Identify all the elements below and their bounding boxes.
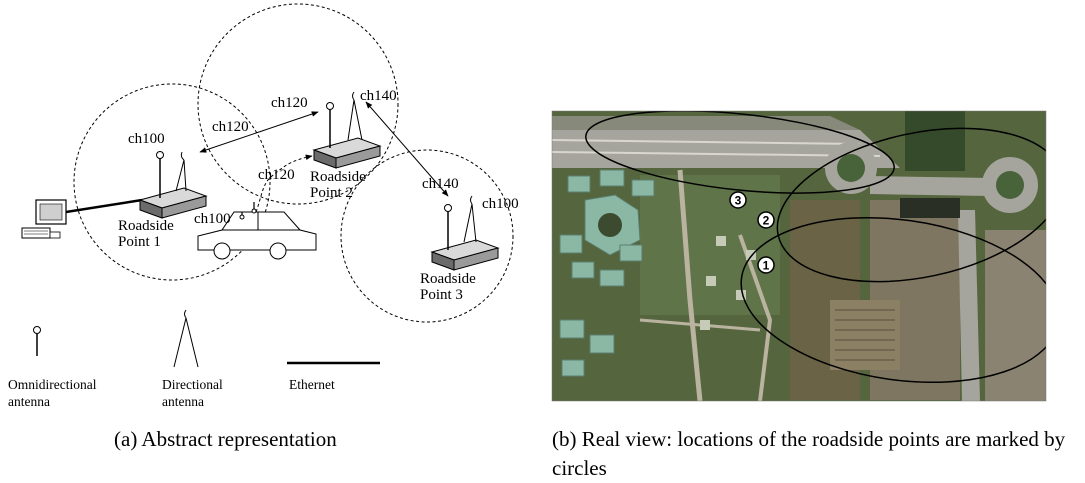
- label-ch100-rp1: ch100: [128, 131, 165, 147]
- marker-3: 3: [730, 192, 746, 208]
- rp2-label-line2: Point 2: [310, 185, 353, 201]
- legend-omni-line1: Omnidirectional: [8, 377, 97, 392]
- legend-omni-antenna-icon: [34, 327, 41, 357]
- aerial-photo: [552, 98, 1077, 401]
- legend-dir-line1: Directional: [162, 377, 223, 392]
- label-ch100-rp3: ch100: [482, 196, 519, 212]
- figure: ch100 Roadside Point 1 ch120 ch140 Roads…: [0, 0, 1085, 420]
- roadside-point-1-device: [140, 152, 206, 219]
- label-ch120-car: ch120: [258, 167, 295, 183]
- label-ch140-rp3: ch140: [422, 176, 459, 192]
- rp3-label-line2: Point 3: [420, 287, 463, 303]
- legend-ethernet-label: Ethernet: [289, 377, 335, 392]
- legend-omni-line2: antenna: [8, 394, 50, 409]
- abstract-diagram: ch100 Roadside Point 1 ch120 ch140 Roads…: [8, 4, 519, 409]
- marker-2-label: 2: [763, 214, 770, 228]
- marker-1-label: 1: [763, 259, 770, 273]
- caption-real-view: (b) Real view: locations of the roadside…: [552, 425, 1082, 483]
- marker-3-label: 3: [735, 194, 742, 208]
- rp2-label-line1: Roadside: [310, 169, 366, 185]
- rp1-label-line1: Roadside: [118, 218, 174, 234]
- label-ch100-car: ch100: [194, 211, 231, 227]
- label-ch120-rp2-omni: ch120: [271, 95, 308, 111]
- legend-directional-antenna-icon: [174, 310, 198, 367]
- label-ch120-link: ch120: [212, 119, 249, 135]
- label-ch140-rp2-dir: ch140: [360, 88, 397, 104]
- computer-icon: [22, 200, 66, 238]
- caption-abstract: (a) Abstract representation: [114, 425, 337, 454]
- marker-1: 1: [758, 257, 774, 273]
- rp1-label-line2: Point 1: [118, 234, 161, 250]
- rp3-label-line1: Roadside: [420, 271, 476, 287]
- coverage-circle-rp1: [74, 84, 270, 280]
- marker-2: 2: [758, 212, 774, 228]
- legend-dir-line2: antenna: [162, 394, 204, 409]
